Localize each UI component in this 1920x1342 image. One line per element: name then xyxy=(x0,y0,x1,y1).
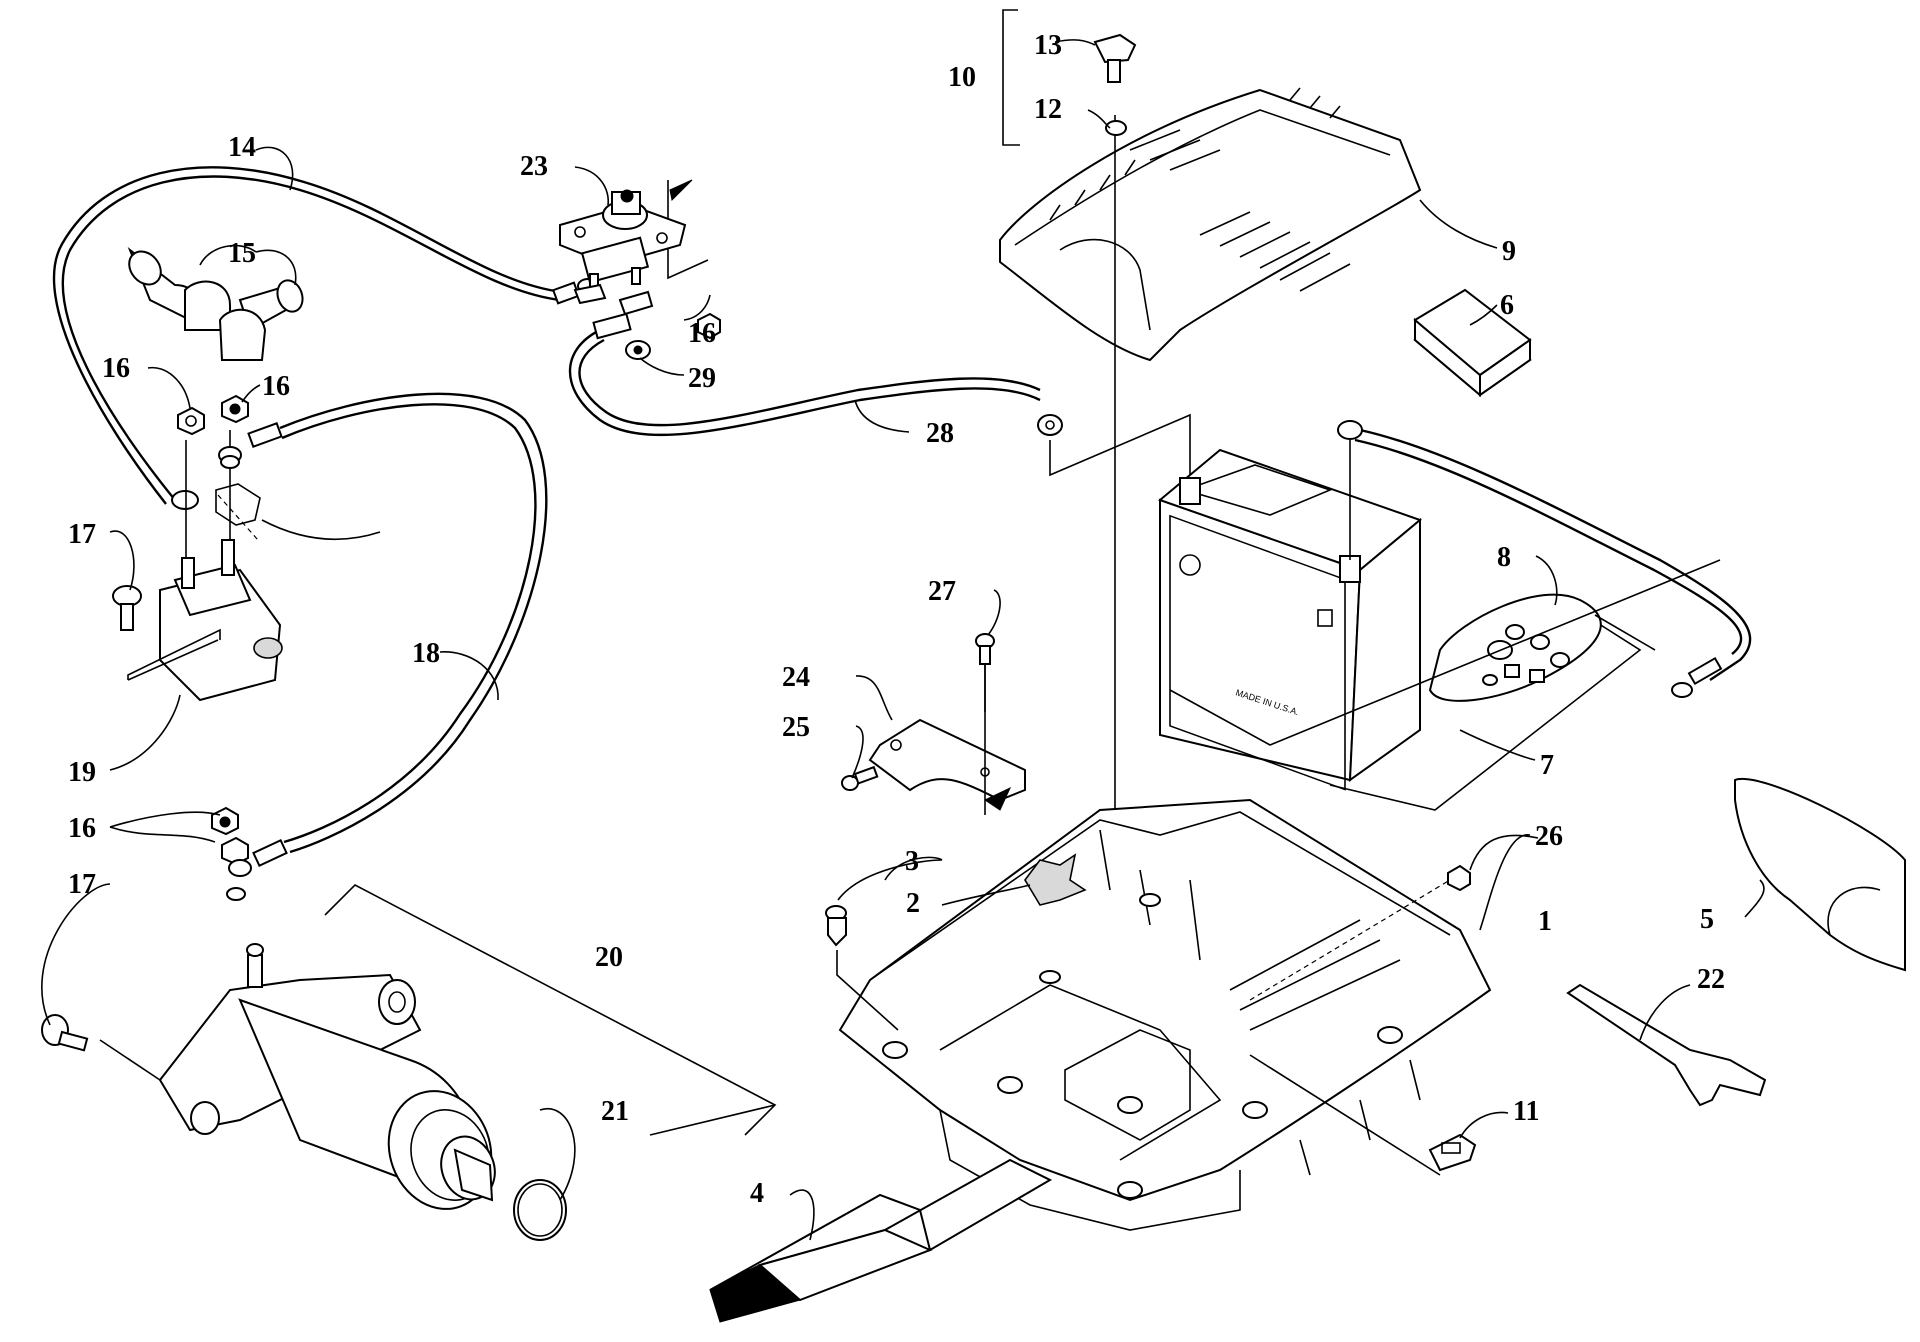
cable-18 xyxy=(218,392,548,877)
hardware-kit-8 xyxy=(1428,593,1656,702)
leader-lines xyxy=(41,39,1765,1241)
battery-cover-9 xyxy=(999,9,1422,362)
callout-27: 27 xyxy=(928,576,956,607)
callout-17b: 17 xyxy=(68,869,96,900)
callout-8: 8 xyxy=(1497,542,1511,573)
washers xyxy=(220,340,651,901)
spanner-wrench-22 xyxy=(1566,983,1767,1107)
callout-labels: 1 2 3 4 5 6 7 8 9 10 11 12 13 14 15 16 1… xyxy=(68,30,1725,1209)
callout-9: 9 xyxy=(1502,236,1516,267)
callout-25: 25 xyxy=(782,712,810,743)
callout-21: 21 xyxy=(601,1096,629,1127)
callout-11: 11 xyxy=(1513,1096,1539,1127)
callout-14: 14 xyxy=(228,132,256,163)
callout-17a: 17 xyxy=(68,519,96,550)
callout-29: 29 xyxy=(688,363,716,394)
callout-16a: 16 xyxy=(102,353,130,384)
callout-5: 5 xyxy=(1700,904,1714,935)
callout-6: 6 xyxy=(1500,290,1514,321)
callout-13: 13 xyxy=(1034,30,1062,61)
battery-pad-6 xyxy=(1413,288,1532,398)
terminal-boots-15 xyxy=(127,246,304,361)
callout-16c: 16 xyxy=(688,318,716,349)
nuts-16 xyxy=(177,312,721,866)
battery-negative-cable xyxy=(1337,420,1752,698)
cable-28 xyxy=(568,312,1191,480)
clip-26 xyxy=(1447,864,1471,892)
starter-motor-20 xyxy=(99,884,777,1241)
callout-1: 1 xyxy=(1538,906,1552,937)
callout-16b: 16 xyxy=(262,371,290,402)
callout-22: 22 xyxy=(1697,964,1725,995)
cable-14 xyxy=(52,166,599,510)
bracket-24 xyxy=(868,650,1026,815)
battery-tray-1 xyxy=(838,559,1721,1231)
starter-solenoid-19 xyxy=(127,430,381,702)
callout-20: 20 xyxy=(595,942,623,973)
callout-10: 10 xyxy=(948,62,976,93)
callout-4: 4 xyxy=(750,1178,764,1209)
screw-25 xyxy=(841,765,879,791)
screw-17-upper xyxy=(112,585,142,631)
push-rivet-3 xyxy=(825,905,899,1031)
callout-28: 28 xyxy=(926,418,954,449)
callout-15: 15 xyxy=(228,238,256,269)
callout-26: 26 xyxy=(1535,821,1563,852)
adhesive-strip-4 xyxy=(709,1158,1053,1323)
callout-18: 18 xyxy=(412,638,440,669)
screw-27 xyxy=(975,633,995,665)
callout-19: 19 xyxy=(68,757,96,788)
callout-2: 2 xyxy=(906,888,920,919)
callout-12: 12 xyxy=(1034,94,1062,125)
callout-3: 3 xyxy=(905,846,919,877)
callout-7: 7 xyxy=(1540,750,1554,781)
callout-16d: 16 xyxy=(68,813,96,844)
clip-11 xyxy=(1428,1133,1477,1172)
callout-24: 24 xyxy=(782,662,810,693)
callout-23: 23 xyxy=(520,151,548,182)
foam-pad-2 xyxy=(1024,853,1087,906)
cover-5 xyxy=(1734,777,1906,972)
battery-7: MADE IN U.S.A. xyxy=(1158,440,1642,811)
master-switch-23 xyxy=(559,179,709,316)
